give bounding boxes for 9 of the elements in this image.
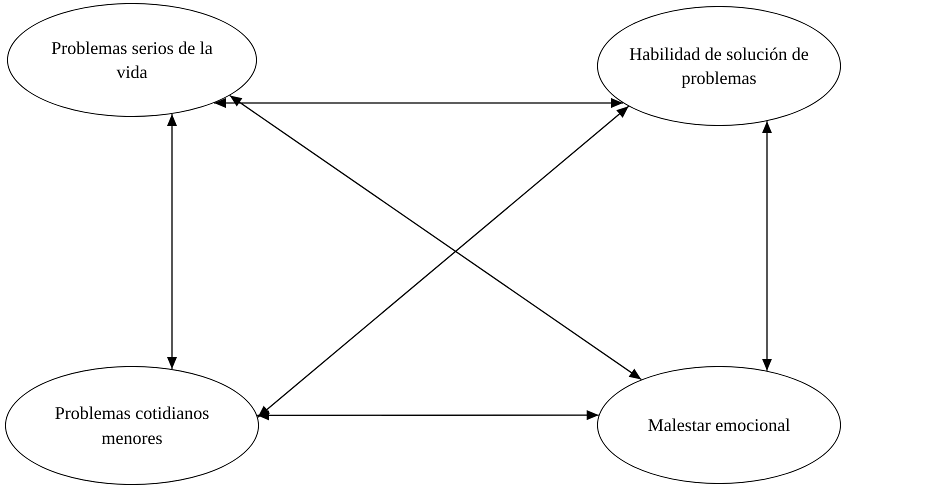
node-label: Habilidad de solución de problemas [629, 42, 809, 90]
double-arrow [257, 410, 599, 420]
double-arrow [167, 114, 177, 370]
node-label: Problemas cotidianos menores [54, 402, 210, 450]
node-label: Problemas serios de la vida [50, 36, 214, 84]
double-arrow [214, 98, 623, 108]
node-label: Malestar emocional [648, 414, 790, 437]
double-arrow [257, 106, 630, 418]
double-arrow [762, 121, 772, 371]
